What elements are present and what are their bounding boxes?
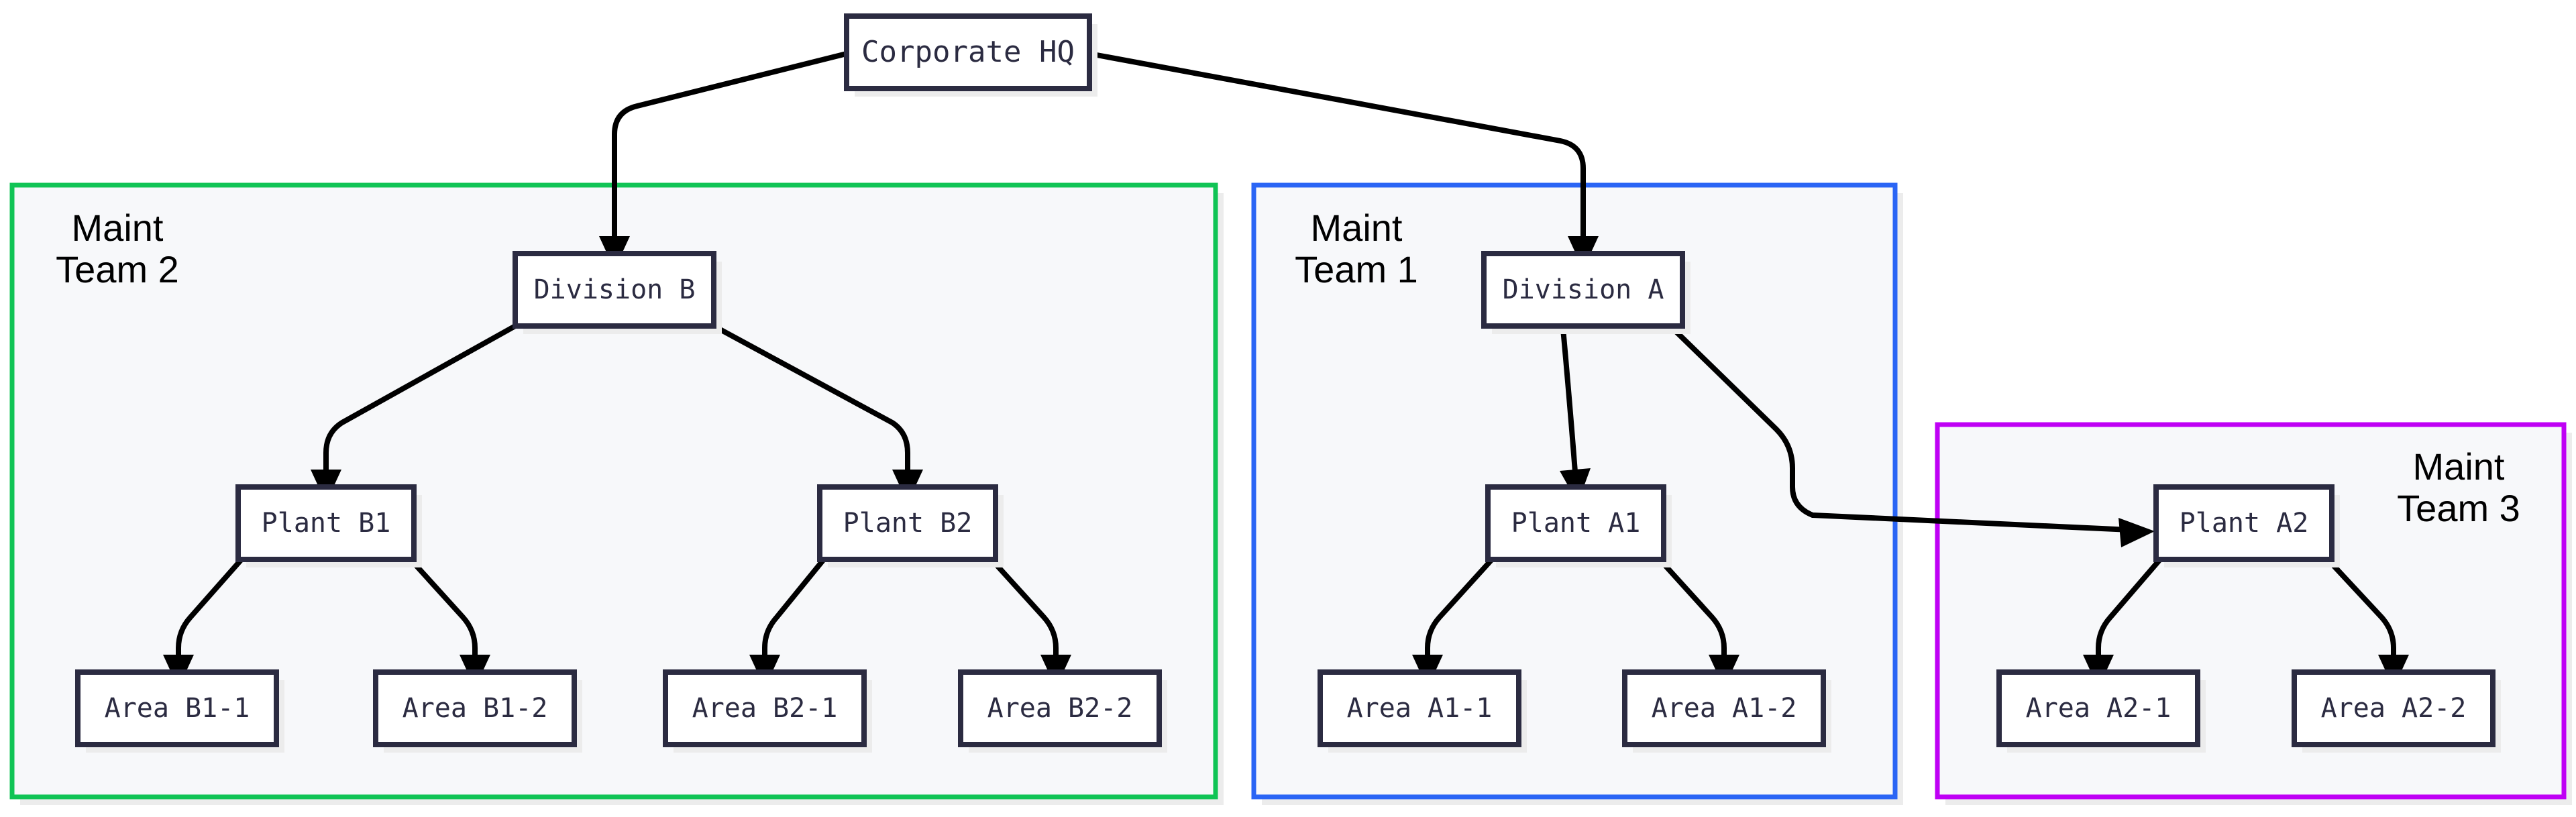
node-plant-b2[interactable]: Plant B2 (817, 484, 1004, 567)
node-label-plant-b2: Plant B2 (843, 508, 973, 539)
node-label-area-a1-2: Area A1-2 (1652, 693, 1797, 724)
node-label-area-b2-1: Area B2-1 (692, 693, 838, 724)
node-label-area-a1-1: Area A1-1 (1347, 693, 1493, 724)
node-label-area-b1-2: Area B1-2 (402, 693, 548, 724)
node-area-b2-2[interactable]: Area B2-2 (958, 669, 1167, 753)
node-area-a1-1[interactable]: Area A1-1 (1318, 669, 1527, 753)
node-division-a[interactable]: Division A (1481, 251, 1690, 334)
node-label-plant-a1: Plant A1 (1511, 508, 1641, 539)
node-label-area-b2-2: Area B2-2 (987, 693, 1133, 724)
node-area-b2-1[interactable]: Area B2-1 (663, 669, 872, 753)
node-layer: Corporate HQ Division B Division A Plant… (75, 13, 2501, 753)
node-area-a2-2[interactable]: Area A2-2 (2292, 669, 2501, 753)
node-area-b1-2[interactable]: Area B1-2 (373, 669, 582, 753)
node-label-division-b: Division B (534, 274, 696, 305)
node-corporate-hq[interactable]: Corporate HQ (844, 13, 1097, 97)
node-label-plant-a2: Plant A2 (2180, 508, 2309, 539)
node-plant-a2[interactable]: Plant A2 (2153, 484, 2340, 567)
node-plant-b1[interactable]: Plant B1 (235, 484, 422, 567)
cluster-label-team1-line1: Maint (1311, 207, 1403, 249)
cluster-label-team2-line2: Team 2 (56, 248, 179, 290)
edge-layer (163, 51, 2409, 688)
cluster-label-team3-line1: Maint (2413, 445, 2505, 488)
cluster-label-team3-line2: Team 3 (2397, 487, 2520, 529)
node-label-area-b1-1: Area B1-1 (105, 693, 250, 724)
node-plant-a1[interactable]: Plant A1 (1485, 484, 1672, 567)
node-label-area-a2-2: Area A2-2 (2321, 693, 2467, 724)
arrowhead-plant-a2 (2118, 518, 2155, 547)
node-label-division-a: Division A (1503, 274, 1664, 305)
node-label-corporate-hq: Corporate HQ (861, 35, 1075, 69)
node-label-area-a2-1: Area A2-1 (2026, 693, 2171, 724)
node-area-a2-1[interactable]: Area A2-1 (1996, 669, 2206, 753)
node-area-a1-2[interactable]: Area A1-2 (1622, 669, 1831, 753)
cluster-label-team2-line1: Maint (72, 207, 164, 249)
node-division-b[interactable]: Division B (513, 251, 722, 334)
cluster-label-team1-line2: Team 1 (1295, 248, 1418, 290)
node-area-b1-1[interactable]: Area B1-1 (75, 669, 284, 753)
node-label-plant-b1: Plant B1 (262, 508, 391, 539)
edge-division-a-to-plant-a2 (1672, 328, 2155, 547)
